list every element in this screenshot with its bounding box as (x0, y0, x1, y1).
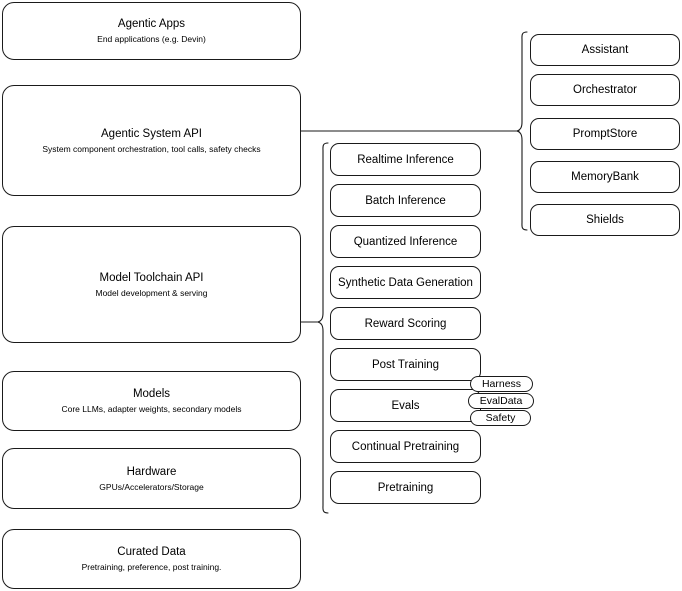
layer-agentic-system-api[interactable]: Agentic System API System component orch… (2, 85, 301, 196)
capability-evals[interactable]: Evals (330, 389, 481, 422)
capability-realtime-inference[interactable]: Realtime Inference (330, 143, 481, 176)
layer-curated-data[interactable]: Curated Data Pretraining, preference, po… (2, 529, 301, 589)
component-shields[interactable]: Shields (530, 204, 680, 236)
brace-toolchain-capabilities (317, 142, 329, 514)
layer-title: Hardware (126, 465, 177, 478)
capability-reward-scoring[interactable]: Reward Scoring (330, 307, 481, 340)
layer-subtitle: End applications (e.g. Devin) (97, 34, 206, 44)
layer-title: Agentic System API (101, 127, 202, 140)
capability-quantized-inference[interactable]: Quantized Inference (330, 225, 481, 258)
component-memorybank[interactable]: MemoryBank (530, 161, 680, 193)
brace-system-components (516, 31, 528, 231)
capability-continual-pretraining[interactable]: Continual Pretraining (330, 430, 481, 463)
capability-synthetic-data-generation[interactable]: Synthetic Data Generation (330, 266, 481, 299)
capability-pretraining[interactable]: Pretraining (330, 471, 481, 504)
layer-models[interactable]: Models Core LLMs, adapter weights, secon… (2, 371, 301, 431)
component-orchestrator[interactable]: Orchestrator (530, 74, 680, 106)
layer-subtitle: Model development & serving (95, 287, 208, 298)
layer-subtitle: System component orchestration, tool cal… (42, 143, 261, 154)
layer-agentic-apps[interactable]: Agentic Apps End applications (e.g. Devi… (2, 2, 301, 60)
layer-title: Agentic Apps (117, 18, 186, 30)
layer-subtitle: GPUs/Accelerators/Storage (99, 481, 204, 492)
layer-subtitle: Core LLMs, adapter weights, secondary mo… (61, 404, 242, 414)
evals-tag-harness[interactable]: Harness (470, 376, 533, 392)
layer-title: Models (132, 388, 171, 400)
layer-subtitle: Pretraining, preference, post training. (81, 562, 222, 572)
component-promptstore[interactable]: PromptStore (530, 118, 680, 150)
layer-model-toolchain-api[interactable]: Model Toolchain API Model development & … (2, 226, 301, 343)
component-assistant[interactable]: Assistant (530, 34, 680, 66)
layer-hardware[interactable]: Hardware GPUs/Accelerators/Storage (2, 448, 301, 509)
evals-tag-safety[interactable]: Safety (470, 410, 531, 426)
layer-title: Curated Data (117, 546, 186, 558)
layer-title: Model Toolchain API (99, 271, 204, 284)
evals-tag-evaldata[interactable]: EvalData (468, 393, 534, 409)
capability-batch-inference[interactable]: Batch Inference (330, 184, 481, 217)
capability-post-training[interactable]: Post Training (330, 348, 481, 381)
